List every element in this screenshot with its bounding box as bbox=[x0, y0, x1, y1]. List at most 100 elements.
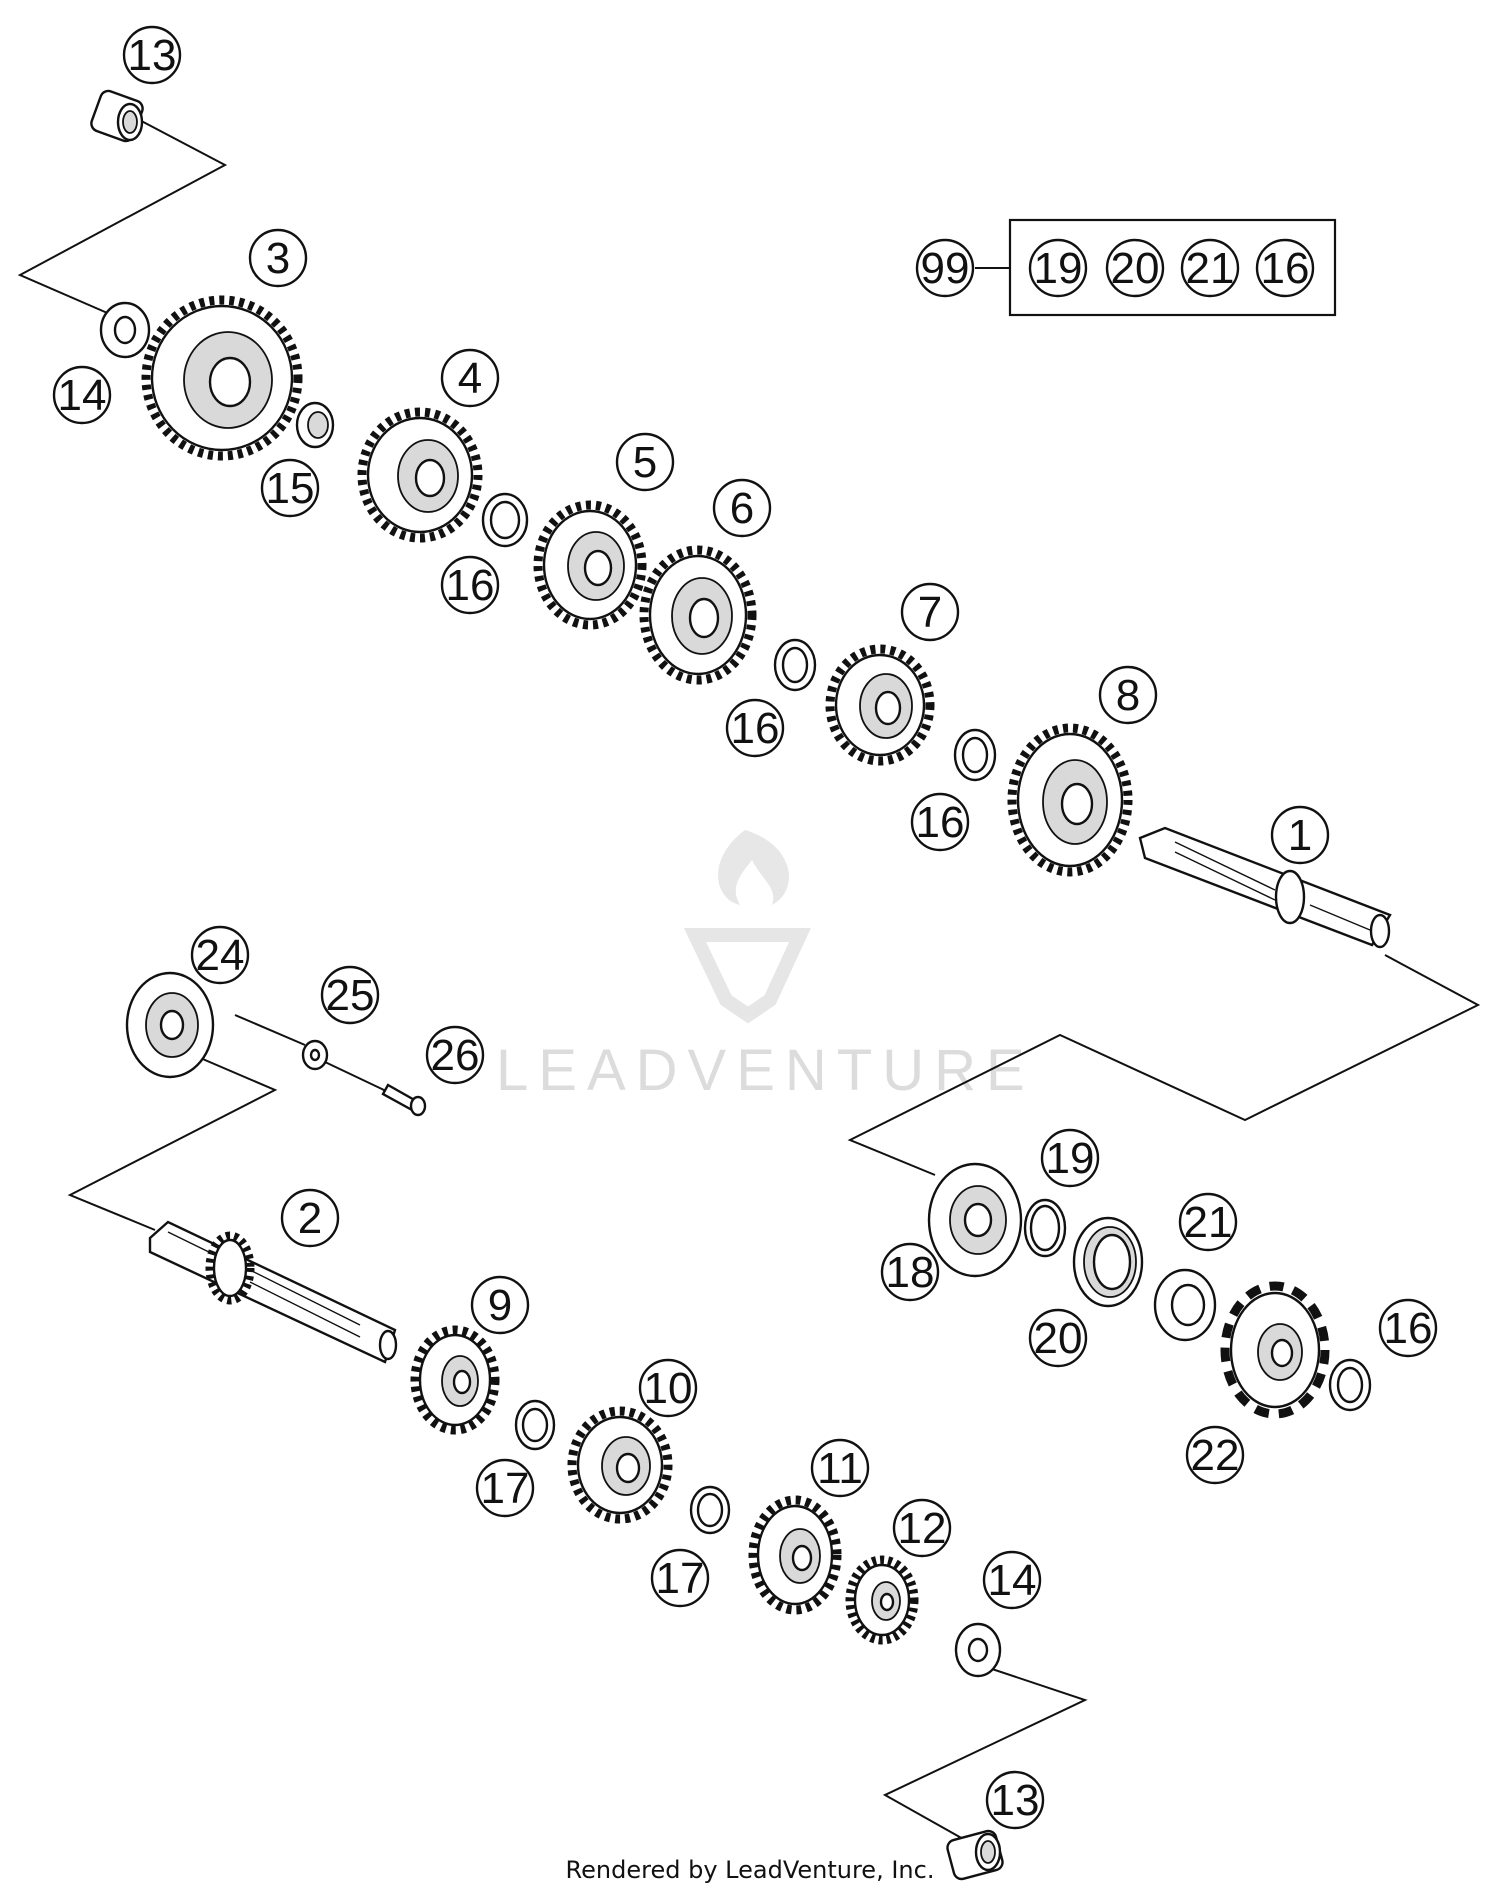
svg-text:17: 17 bbox=[656, 1554, 705, 1603]
callout-3: 3 bbox=[248, 228, 308, 288]
callout-19: 19 bbox=[1040, 1128, 1100, 1188]
callout-13-top: 13 bbox=[122, 25, 182, 85]
svg-text:20: 20 bbox=[1111, 244, 1160, 293]
callout-18: 18 bbox=[880, 1242, 940, 1302]
svg-text:16: 16 bbox=[1261, 244, 1310, 293]
callout-8: 8 bbox=[1098, 665, 1158, 725]
svg-text:14: 14 bbox=[58, 371, 107, 420]
callout-17-a: 17 bbox=[475, 1458, 535, 1518]
washer-25 bbox=[301, 1039, 329, 1071]
svg-text:14: 14 bbox=[988, 1556, 1037, 1605]
callout-5: 5 bbox=[615, 432, 675, 492]
svg-text:25: 25 bbox=[326, 971, 375, 1020]
main-shaft-1 bbox=[1138, 826, 1392, 949]
svg-text:1: 1 bbox=[1288, 811, 1312, 860]
bearing-13-top bbox=[90, 89, 144, 143]
callout-16-b: 16 bbox=[725, 698, 785, 758]
shaft-seal-20 bbox=[1072, 1216, 1144, 1308]
watermark-logo-icon bbox=[683, 830, 811, 1024]
svg-text:12: 12 bbox=[898, 1504, 947, 1553]
svg-text:24: 24 bbox=[196, 931, 245, 980]
circlip-16-a bbox=[481, 492, 529, 548]
bushing-15 bbox=[295, 401, 335, 449]
svg-text:22: 22 bbox=[1191, 1431, 1240, 1480]
gear-3 bbox=[141, 295, 303, 461]
svg-text:26: 26 bbox=[431, 1031, 480, 1080]
callout-2: 2 bbox=[280, 1188, 340, 1248]
callout-4: 4 bbox=[440, 348, 500, 408]
bearing-13-bottom bbox=[946, 1829, 1004, 1881]
gear-12 bbox=[845, 1555, 919, 1645]
callout-24: 24 bbox=[190, 925, 250, 985]
svg-text:13: 13 bbox=[991, 1776, 1040, 1825]
o-ring-19 bbox=[1023, 1198, 1067, 1258]
svg-text:16: 16 bbox=[446, 561, 495, 610]
svg-text:16: 16 bbox=[731, 704, 780, 753]
gear-5 bbox=[533, 500, 647, 630]
svg-text:16: 16 bbox=[1384, 1304, 1433, 1353]
callout-16-a: 16 bbox=[440, 555, 500, 615]
svg-text:7: 7 bbox=[918, 588, 942, 637]
washer-14-top bbox=[99, 301, 151, 359]
callout-14-top: 14 bbox=[52, 365, 112, 425]
callout-22: 22 bbox=[1185, 1425, 1245, 1485]
svg-text:9: 9 bbox=[488, 1281, 512, 1330]
callout-6: 6 bbox=[712, 478, 772, 538]
circlip-17-b bbox=[689, 1485, 731, 1535]
callout-9: 9 bbox=[470, 1275, 530, 1335]
circlip-16-d bbox=[1328, 1358, 1372, 1412]
callout-25: 25 bbox=[320, 965, 380, 1025]
washer-14-bottom bbox=[954, 1622, 1002, 1678]
svg-text:19: 19 bbox=[1034, 244, 1083, 293]
gear-6 bbox=[639, 545, 757, 685]
svg-text:20: 20 bbox=[1034, 1314, 1083, 1363]
svg-text:13: 13 bbox=[128, 31, 177, 80]
svg-text:21: 21 bbox=[1186, 244, 1235, 293]
circlip-17-a bbox=[514, 1399, 556, 1451]
callout-13-bottom: 13 bbox=[985, 1770, 1045, 1830]
svg-text:21: 21 bbox=[1184, 1198, 1233, 1247]
gear-11 bbox=[748, 1495, 842, 1615]
callout-26: 26 bbox=[425, 1025, 485, 1085]
svg-text:2: 2 bbox=[298, 1194, 322, 1243]
gear-10 bbox=[567, 1406, 673, 1524]
svg-text:99: 99 bbox=[921, 244, 970, 293]
svg-text:19: 19 bbox=[1046, 1134, 1095, 1183]
kit-callout-20: 20 bbox=[1105, 238, 1165, 298]
bearing-24 bbox=[125, 971, 215, 1079]
svg-text:18: 18 bbox=[886, 1248, 935, 1297]
countershaft-2 bbox=[148, 1220, 398, 1364]
callout-12: 12 bbox=[892, 1498, 952, 1558]
svg-text:10: 10 bbox=[644, 1364, 693, 1413]
sprocket-22 bbox=[1220, 1281, 1330, 1419]
credit-line: Rendered by LeadVenture, Inc. bbox=[566, 1856, 935, 1884]
svg-text:6: 6 bbox=[730, 484, 754, 533]
callout-7: 7 bbox=[900, 582, 960, 642]
svg-text:17: 17 bbox=[481, 1464, 530, 1513]
kit-callout-21: 21 bbox=[1180, 238, 1240, 298]
svg-text:11: 11 bbox=[817, 1444, 863, 1493]
svg-text:8: 8 bbox=[1116, 671, 1140, 720]
svg-text:15: 15 bbox=[266, 464, 315, 513]
kit-callout-19: 19 bbox=[1028, 238, 1088, 298]
callout-11: 11 bbox=[810, 1438, 870, 1498]
watermark-text: LEADVENTURE bbox=[496, 1038, 1035, 1103]
gear-7 bbox=[825, 644, 935, 766]
callout-15: 15 bbox=[260, 458, 320, 518]
gear-8 bbox=[1007, 723, 1133, 877]
svg-text:5: 5 bbox=[633, 438, 657, 487]
gear-9 bbox=[410, 1325, 500, 1435]
bearing-18 bbox=[927, 1162, 1023, 1278]
circlip-16-c bbox=[953, 728, 997, 782]
gear-4 bbox=[357, 407, 483, 543]
callout-16-d: 16 bbox=[1378, 1298, 1438, 1358]
svg-text:16: 16 bbox=[916, 798, 965, 847]
callout-10: 10 bbox=[638, 1358, 698, 1418]
callout-17-b: 17 bbox=[650, 1548, 710, 1608]
kit-callout-16: 16 bbox=[1255, 238, 1315, 298]
svg-text:4: 4 bbox=[458, 354, 482, 403]
callout-21: 21 bbox=[1178, 1192, 1238, 1252]
leader-lines bbox=[17, 114, 1481, 1841]
